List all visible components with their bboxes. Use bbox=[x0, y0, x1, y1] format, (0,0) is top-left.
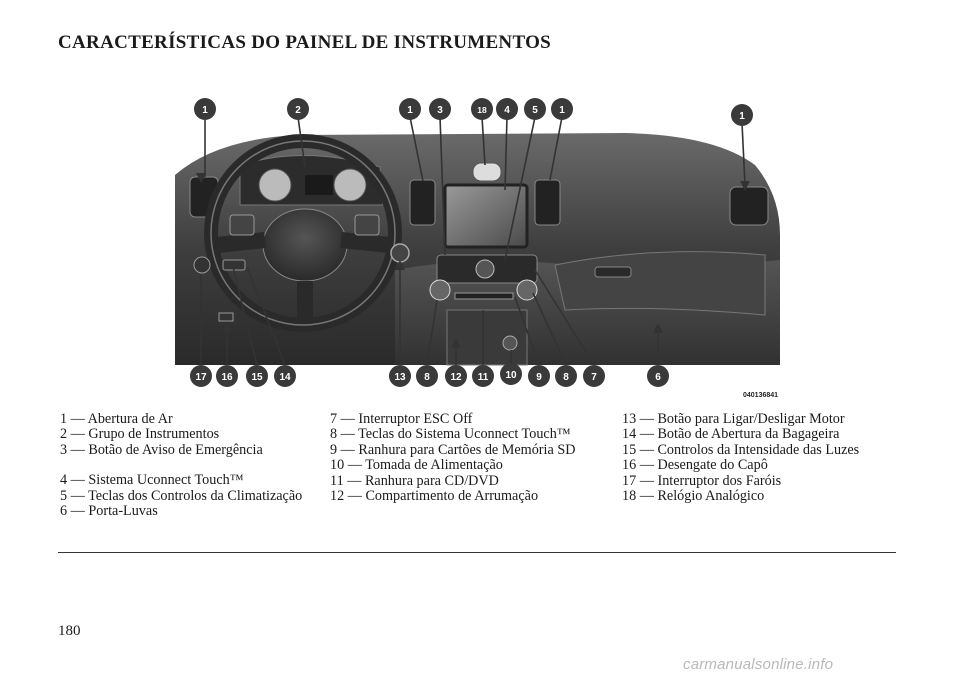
legend-item: 12 — Compartimento de Arrumação bbox=[330, 488, 539, 505]
legend-item: 5 — Teclas dos Controlos da Climatização bbox=[60, 487, 303, 504]
legend-item: 6 — Porta-Luvas bbox=[60, 503, 158, 520]
callout-top-9 bbox=[731, 104, 753, 126]
callout-top-label: 4 bbox=[504, 105, 510, 116]
callout-top-2 bbox=[287, 98, 309, 120]
dashboard-illustration: 1 2 1 3 18 4 5 1 1 17 16 15 bbox=[155, 95, 795, 405]
callout-top-6 bbox=[496, 98, 518, 120]
callout-bottom-label: 8 bbox=[424, 372, 430, 383]
callout-top-3 bbox=[399, 98, 421, 120]
legend-item: 2 — Grupo de Instrumentos bbox=[60, 426, 220, 443]
watermark[interactable]: carmanualsonline.info bbox=[683, 656, 834, 673]
callout-bottom-label: 15 bbox=[251, 372, 263, 383]
vent-right bbox=[729, 186, 769, 226]
callout-bottom-label: 8 bbox=[563, 372, 569, 383]
bottom-callouts: 17 16 15 14 13 8 12 11 10 9 8 7 6 bbox=[190, 363, 669, 387]
legend-item: 3 — Botão de Aviso de Emergência bbox=[60, 441, 263, 458]
center-screen bbox=[443, 183, 529, 249]
callout-bottom-label: 17 bbox=[195, 372, 207, 383]
legend-item: 17 — Interruptor dos Faróis bbox=[622, 472, 782, 489]
callout-top-7 bbox=[524, 98, 546, 120]
legend-item: 16 — Desengate do Capô bbox=[622, 457, 768, 474]
callout-top-1 bbox=[194, 98, 216, 120]
legend-column-2: 7 — Interruptor ESC Off 8 — Teclas do Si… bbox=[330, 411, 600, 505]
legend-item: 18 — Relógio Analógico bbox=[622, 488, 765, 505]
legend-item: 7 — Interruptor ESC Off bbox=[330, 411, 473, 427]
legend-column-3: 13 — Botão para Ligar/Desligar Motor 14 … bbox=[622, 411, 907, 505]
glovebox-handle bbox=[594, 266, 632, 278]
legend-column-1: 1 — Abertura de Ar 2 — Grupo de Instrume… bbox=[60, 411, 325, 520]
figure-code: 040136841 bbox=[743, 392, 778, 399]
dashboard-drawing: 1 2 1 3 18 4 5 1 1 17 16 15 bbox=[175, 98, 780, 399]
callout-top-label: 3 bbox=[437, 105, 443, 116]
legend-item: 4 — Sistema Uconnect Touch™ bbox=[60, 472, 244, 489]
callout-top-label: 2 bbox=[295, 105, 301, 116]
vent-center-left bbox=[409, 179, 436, 226]
legend-item: 9 — Ranhura para Cartões de Memória SD bbox=[330, 441, 576, 458]
callout-bottom-label: 16 bbox=[221, 372, 233, 383]
callout-top-label: 5 bbox=[532, 105, 538, 116]
callout-bottom-label: 10 bbox=[505, 370, 517, 381]
legend-item: 10 — Tomada de Alimentação bbox=[330, 457, 503, 474]
clock bbox=[472, 162, 502, 182]
callout-bottom-label: 14 bbox=[279, 372, 291, 383]
legend-item: 15 — Controlos da Intensidade das Luzes bbox=[622, 441, 860, 458]
legend-item: 1 — Abertura de Ar bbox=[60, 411, 173, 427]
callout-bottom-label: 9 bbox=[536, 372, 542, 383]
legend-item: 11 — Ranhura para CD/DVD bbox=[330, 472, 499, 489]
callout-top-label: 18 bbox=[477, 105, 487, 115]
callout-top-label: 1 bbox=[407, 105, 413, 116]
vent-center-right bbox=[534, 179, 561, 226]
callout-top-5 bbox=[471, 98, 493, 120]
callout-top-8 bbox=[551, 98, 573, 120]
callout-bottom-label: 11 bbox=[478, 372, 489, 383]
page-number: 180 bbox=[58, 623, 81, 639]
start-button bbox=[390, 243, 410, 263]
legend-item: 8 — Teclas do Sistema Uconnect Touch™ bbox=[330, 426, 571, 443]
callout-top-label: 1 bbox=[739, 111, 745, 122]
callout-bottom-label: 13 bbox=[394, 372, 406, 383]
callout-top-label: 1 bbox=[559, 105, 565, 116]
legend-item: 14 — Botão de Abertura da Bagageira bbox=[622, 426, 840, 443]
callout-bottom-label: 6 bbox=[655, 372, 661, 383]
legend-item: 13 — Botão para Ligar/Desligar Motor bbox=[622, 411, 845, 427]
callout-top-label: 1 bbox=[202, 105, 208, 116]
glovebox-outline bbox=[554, 251, 766, 316]
callout-top-4 bbox=[429, 98, 451, 120]
divider-rule bbox=[58, 552, 896, 553]
callout-bottom-label: 7 bbox=[591, 372, 597, 383]
top-callouts: 1 2 1 3 18 4 5 1 1 bbox=[194, 98, 753, 126]
page-title: CARACTERÍSTICAS DO PAINEL DE INSTRUMENTO… bbox=[58, 32, 552, 53]
callout-bottom-label: 12 bbox=[450, 372, 462, 383]
